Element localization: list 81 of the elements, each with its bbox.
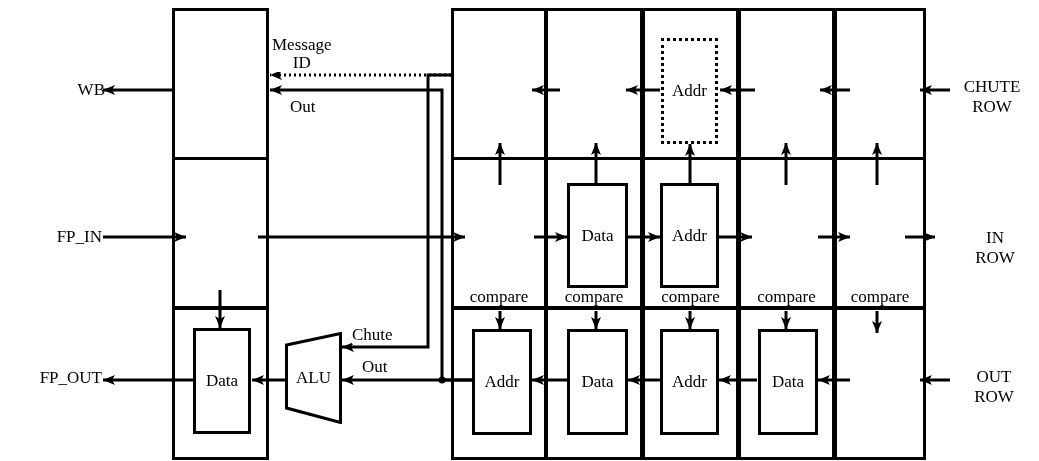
grid-cell: [545, 307, 643, 460]
cell-label: compare: [757, 287, 816, 306]
register-label: Data: [581, 373, 614, 391]
arrow: [905, 232, 935, 242]
register-label: Addr: [672, 82, 707, 100]
arrow: [534, 232, 567, 242]
arrow: [342, 73, 451, 352]
port-label: FP_OUT: [39, 369, 102, 387]
grid-cell: [642, 307, 739, 460]
arrow: [532, 375, 567, 385]
arrow: [820, 85, 850, 95]
arrow: [719, 375, 757, 385]
row-label: OUT ROW: [974, 367, 1014, 407]
grid-cell: [172, 157, 269, 309]
arrow: [685, 144, 695, 183]
arrow: [103, 375, 193, 385]
edge-label: Chute: [352, 326, 393, 344]
register-label: Addr: [672, 226, 707, 245]
register-box: [660, 183, 719, 288]
alu-label: ALU: [296, 369, 331, 387]
arrow: [872, 143, 882, 185]
grid-cell: [738, 8, 835, 160]
arrow: [591, 311, 601, 329]
arrow: [720, 85, 755, 95]
register-box: [193, 328, 251, 434]
register-label: Data: [205, 372, 239, 390]
register-box: [660, 329, 719, 435]
register-box: [661, 38, 718, 144]
edge-label: Message ID: [272, 36, 332, 72]
grid-cell: [738, 157, 835, 309]
arrow: [628, 232, 660, 242]
arrow: [258, 232, 465, 242]
grid-cell: [738, 307, 835, 460]
arrow: [719, 232, 752, 242]
arrow: [781, 311, 791, 329]
grid-cell: [172, 307, 269, 460]
grid-cell: [834, 157, 926, 309]
arrow: [252, 375, 285, 385]
row-label: IN ROW: [975, 228, 1015, 268]
arrow: [685, 311, 695, 329]
arrow: [920, 85, 950, 95]
register-box: [567, 329, 628, 435]
arrow: [495, 311, 505, 329]
cell-label: compare: [661, 287, 720, 306]
cell-label: compare: [850, 287, 910, 306]
grid-cell: [451, 157, 547, 309]
row-label: CHUTE ROW: [963, 77, 1021, 117]
arrow: [626, 85, 660, 95]
arrow: [818, 375, 850, 385]
arrow: [872, 311, 882, 333]
arrow: [591, 143, 601, 183]
cell-label: compare: [469, 287, 529, 306]
register-label: Data: [581, 226, 614, 245]
register-box: [758, 329, 818, 435]
arrow: [532, 85, 560, 95]
arrow: [103, 232, 186, 242]
arrow: [215, 290, 225, 328]
grid-cell: [545, 8, 643, 160]
grid-cell: [172, 8, 269, 160]
arrow: [628, 375, 660, 385]
grid-cell: [642, 8, 739, 160]
grid-cell: [834, 307, 926, 460]
arrow: [103, 85, 172, 95]
grid-cell: [834, 8, 926, 160]
grid-cell: [451, 307, 547, 460]
cell-label: compare: [564, 287, 624, 306]
register-box: [567, 183, 628, 288]
register-label: Addr: [484, 373, 520, 391]
arrow: [270, 85, 472, 382]
register-box: [472, 329, 532, 435]
arrow: [495, 143, 505, 185]
arrow: [818, 232, 850, 242]
arrow: [781, 143, 791, 185]
grid-cell: [545, 157, 643, 309]
port-label: WB: [77, 81, 105, 99]
port-label: FP_IN: [56, 228, 102, 246]
register-label: Addr: [672, 373, 707, 391]
grid-cell: [451, 8, 547, 160]
grid-cell: [642, 157, 739, 309]
register-label: Data: [771, 373, 805, 391]
arrow: [920, 375, 950, 385]
